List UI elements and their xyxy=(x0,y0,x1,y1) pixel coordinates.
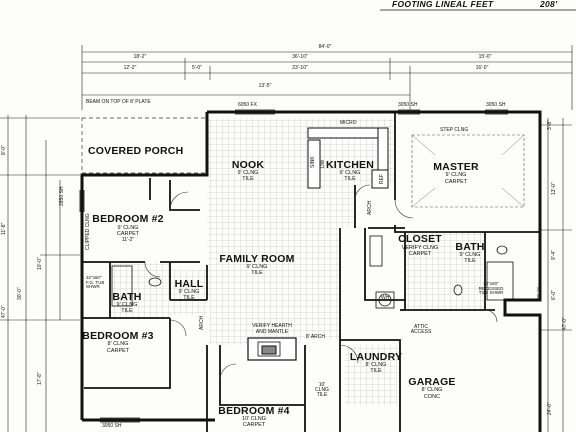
dim-left-d: 47'-0" xyxy=(1,305,7,318)
dim-top-right: 15'-0" xyxy=(478,54,492,60)
kitchen-counters xyxy=(307,127,389,189)
bedroom-2-floor: CARPET xyxy=(116,231,140,237)
step-ceiling-note: STEP CLNG xyxy=(440,127,469,133)
fixtures xyxy=(111,235,514,309)
master-ceiling: 9' CLNG xyxy=(445,172,467,178)
tile-area-bath xyxy=(110,262,170,317)
footing-value: 208' xyxy=(540,0,558,9)
step-ceiling-diagonals xyxy=(411,134,525,208)
tile-area-master-bath xyxy=(405,232,485,310)
footing-title: FOOTING LINEAL FEET xyxy=(392,0,494,9)
bedroom-3-ceiling: 8' CLNG xyxy=(107,341,129,347)
bath-ceiling: 9' CLNG TILE xyxy=(116,302,138,314)
recessed-shower-note: 42"x60" RECESSED TILE SHWR xyxy=(478,281,504,295)
top-dimension-lines xyxy=(81,45,573,110)
dim-overall: 84'-0" xyxy=(318,44,332,50)
dim-right-f: 20'-0" xyxy=(537,287,543,300)
dim-sub-d: 16'-0" xyxy=(475,65,489,71)
room-closet: CLOSET xyxy=(398,233,442,245)
dim-right-e: 6'-0" xyxy=(551,290,557,300)
tile-ceiling-note: 10' CLNG TILE xyxy=(315,382,329,398)
dim-right-a: 3'-8" xyxy=(547,120,553,130)
room-nook: NOOK xyxy=(231,159,265,171)
window-master-a-label: 3050 SH xyxy=(398,102,418,108)
room-master: MASTER xyxy=(433,161,479,173)
room-bedroom-2: BEDROOM #2 xyxy=(92,213,164,225)
master-bath-ceiling: 9' CLNG TILE xyxy=(459,252,481,264)
room-kitchen: KITCHEN xyxy=(325,159,375,171)
tub-shower-note: 32"x60" F.G. TUB SHWR xyxy=(86,275,105,289)
dim-right-g: 24'-0" xyxy=(547,402,553,415)
window-bed2-label: 2850 SH xyxy=(59,186,65,206)
dim-left-a: 8'-0" xyxy=(1,145,7,155)
hall-ceiling: 9' CLNG TILE xyxy=(178,289,200,301)
dim-left-c: 30'-0" xyxy=(17,287,23,300)
porch-outline xyxy=(81,117,208,174)
dim-sub-a: 12'-2" xyxy=(123,65,137,71)
room-hall: HALL xyxy=(174,278,204,290)
dim-left-f: 17'-8" xyxy=(37,372,43,385)
master-floor: CARPET xyxy=(444,179,468,185)
tile-area-hall xyxy=(170,270,207,315)
windows xyxy=(79,109,508,423)
clipped-ceiling-note: CLIPPED CLNG xyxy=(85,213,91,250)
dim-left-e: 10'-0" xyxy=(37,257,43,270)
verify-hearth-note: VERIFY HEARTH xyxy=(252,323,292,329)
kitchen-ceiling: 9' CLNG TILE xyxy=(339,170,361,182)
bedroom-4-ceiling: 10' CLNG xyxy=(242,416,266,422)
window-top-label: 6050 FX xyxy=(238,102,257,108)
door-swings xyxy=(144,184,498,381)
dim-span-13: 13'-5" xyxy=(258,83,272,89)
room-bath: BATH xyxy=(112,291,142,303)
tile-area-main xyxy=(207,118,395,345)
dim-right-b: 13'-0" xyxy=(551,182,557,195)
bedroom-2-dimension: 11'-2" xyxy=(121,237,135,243)
room-family-room: FAMILY ROOM xyxy=(219,253,295,265)
arch-8-note: 8' ARCH xyxy=(306,334,326,340)
fireplace xyxy=(247,337,297,361)
room-bedroom-4: BEDROOM #4 xyxy=(218,405,290,417)
laundry-ceiling: 8' CLNG TILE xyxy=(365,362,387,374)
closet-note: VERIFY CLNG CARPET xyxy=(401,245,439,257)
micro-label: MICRO xyxy=(340,120,357,126)
window-master-b-label: 3050 SH xyxy=(486,102,506,108)
arch-label-kitchen: ARCH xyxy=(367,200,373,215)
bottom-window-label: 3050 SH xyxy=(102,423,122,429)
dim-sub-c: 23'-10" xyxy=(292,65,308,71)
nook-ceiling: 9' CLNG TILE xyxy=(237,170,259,182)
beam-note: BEAM ON TOP OF 8' PLATE xyxy=(86,99,151,105)
exterior-walls xyxy=(80,110,542,432)
room-garage: GARAGE xyxy=(408,376,456,388)
ref-label: REF xyxy=(379,174,385,184)
dim-left-b: 11'-8" xyxy=(1,222,7,235)
family-room-ceiling: 9' CLNG xyxy=(246,264,268,270)
dim-top-left: 18'-2" xyxy=(133,54,147,60)
bedroom-4-floor: CARPET xyxy=(242,422,266,428)
mantle-note: AND MANTLE xyxy=(255,329,289,335)
tile-area-laundry xyxy=(345,345,397,405)
right-dimension-lines xyxy=(540,118,572,432)
garage-floor: CONC xyxy=(423,394,441,400)
room-bedroom-3: BEDROOM #3 xyxy=(82,330,154,342)
room-master-bath: BATH xyxy=(455,241,485,253)
left-dimension-lines xyxy=(0,115,80,432)
interior-walls xyxy=(81,112,540,432)
arch-label-hall: ARCH xyxy=(199,315,205,330)
sink-label: SINK xyxy=(310,156,316,168)
dim-right-c: 9'-4" xyxy=(551,250,557,260)
bedroom-2-ceiling: 9' CLNG xyxy=(117,225,139,231)
family-room-floor: TILE xyxy=(251,270,263,276)
attic-access-note: ATTIC ACCESS xyxy=(410,324,432,335)
garage-ceiling: 8' CLNG xyxy=(421,387,443,393)
room-laundry: LAUNDRY xyxy=(349,351,403,363)
step-ceiling-outline xyxy=(411,134,525,208)
dim-right-d: 47'-0" xyxy=(562,317,568,330)
bedroom-3-floor: CARPET xyxy=(106,348,130,354)
water-heater-label: WH xyxy=(381,295,390,301)
dim-sub-b: 5'-0" xyxy=(192,65,202,71)
dim-top-mid: 36'-10" xyxy=(292,54,308,60)
room-covered-porch: COVERED PORCH xyxy=(88,145,184,157)
